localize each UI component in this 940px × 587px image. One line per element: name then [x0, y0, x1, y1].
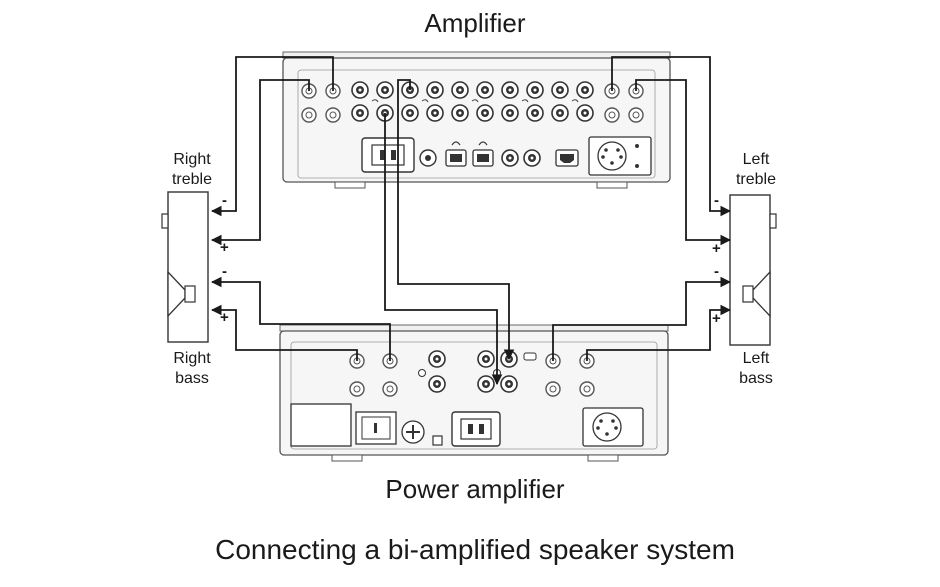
wiring [210, 56, 732, 386]
left-speaker [729, 194, 777, 346]
pwr-speaker-terminal [545, 381, 561, 397]
left-treble-plus-sign: + [712, 240, 721, 257]
right-speaker [161, 191, 209, 343]
right-bass-label-line2: bass [175, 370, 209, 387]
right-tweeter [161, 213, 169, 229]
wire-left-treble-minus [611, 56, 732, 217]
wire-left-bass-minus [552, 276, 732, 361]
amplifier-unit [282, 51, 671, 189]
amplifier-title: Amplifier [424, 8, 526, 38]
left-bass-minus-sign: - [714, 263, 719, 280]
left-bass-label-line2: bass [739, 370, 773, 387]
pwr-label-plate [290, 403, 352, 447]
left-tweeter [769, 213, 777, 229]
right-treble-plus-sign: + [220, 239, 229, 256]
right-bass-minus-sign: - [222, 263, 227, 280]
amp-coax-in [501, 149, 519, 167]
wire-right-bass-minus [210, 276, 391, 361]
left-treble-minus-sign: - [714, 192, 719, 209]
pwr-rca-input [428, 350, 446, 368]
pwr-speaker-terminal [382, 381, 398, 397]
wire-preout-right [397, 79, 515, 361]
amp-coax-in [523, 149, 541, 167]
wire-right-bass-plus [210, 304, 358, 361]
right-treble-minus-sign: - [222, 192, 227, 209]
left-treble-label-line1: Left [742, 151, 770, 168]
amp-speaker-terminal [628, 107, 644, 123]
right-bass-label-line1: Right [173, 350, 211, 367]
wire-preout-left [384, 113, 503, 386]
power-amplifier-unit [279, 324, 669, 462]
wire-left-treble-plus [635, 79, 732, 246]
right-treble-label: Right treble [168, 150, 216, 190]
amp-speaker-terminal [604, 107, 620, 123]
left-bass-plus-sign: + [712, 310, 721, 327]
pwr-rca-input [428, 375, 446, 393]
left-treble-label: Left treble [730, 150, 782, 190]
pwr-rca-input [477, 350, 495, 368]
pwr-speaker-terminal [349, 381, 365, 397]
amp-speaker-terminal [325, 107, 341, 123]
wire-left-bass-plus [586, 304, 732, 361]
amp-speaker-terminal [301, 107, 317, 123]
pwr-rca-input [477, 375, 495, 393]
wire-right-treble-plus [210, 79, 310, 246]
diagram-caption: Connecting a bi-amplified speaker system [215, 534, 735, 565]
left-treble-label-line2: treble [735, 171, 777, 188]
power-amplifier-title: Power amplifier [385, 474, 565, 504]
pwr-speaker-terminal [579, 381, 595, 397]
left-bass-label: Left bass [730, 349, 782, 389]
left-bass-label-line1: Left [742, 350, 770, 367]
right-bass-label: Right bass [168, 349, 216, 389]
right-treble-label-line1: Right [173, 151, 211, 168]
pwr-rca-input [500, 375, 518, 393]
right-bass-plus-sign: + [220, 309, 229, 326]
right-treble-label-line2: treble [171, 171, 213, 188]
wire-right-treble-minus [210, 56, 334, 217]
